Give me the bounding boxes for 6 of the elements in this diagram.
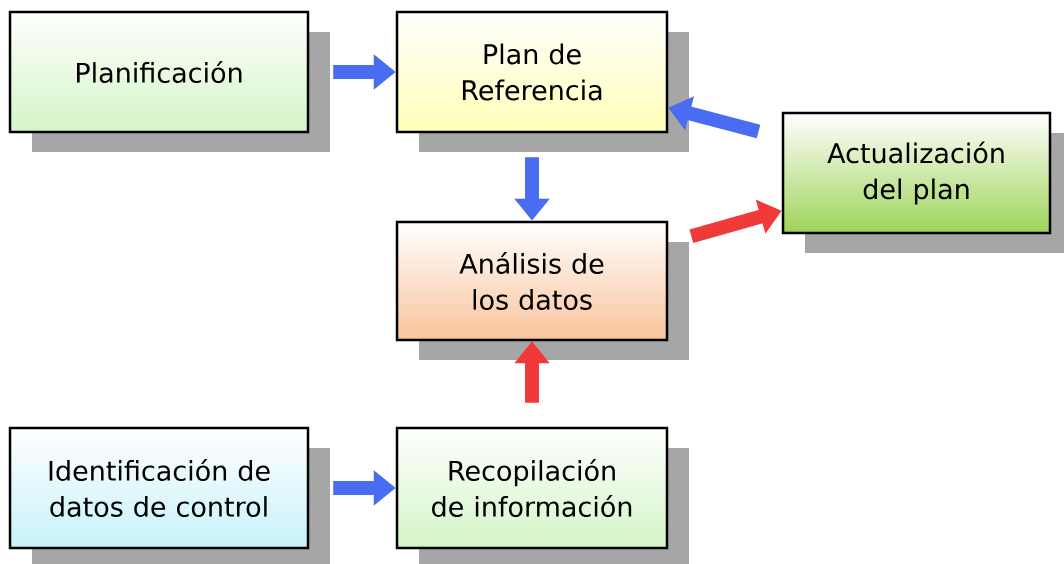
- process-box: Análisis de los datos: [395, 220, 689, 360]
- process-box: Identificación de datos de control: [8, 426, 330, 564]
- process-box: Plan de Referencia: [395, 10, 689, 152]
- process-box: Actualización del plan: [781, 111, 1064, 253]
- process-box: Recopilación de información: [395, 426, 689, 564]
- process-box: Planificación: [8, 10, 330, 152]
